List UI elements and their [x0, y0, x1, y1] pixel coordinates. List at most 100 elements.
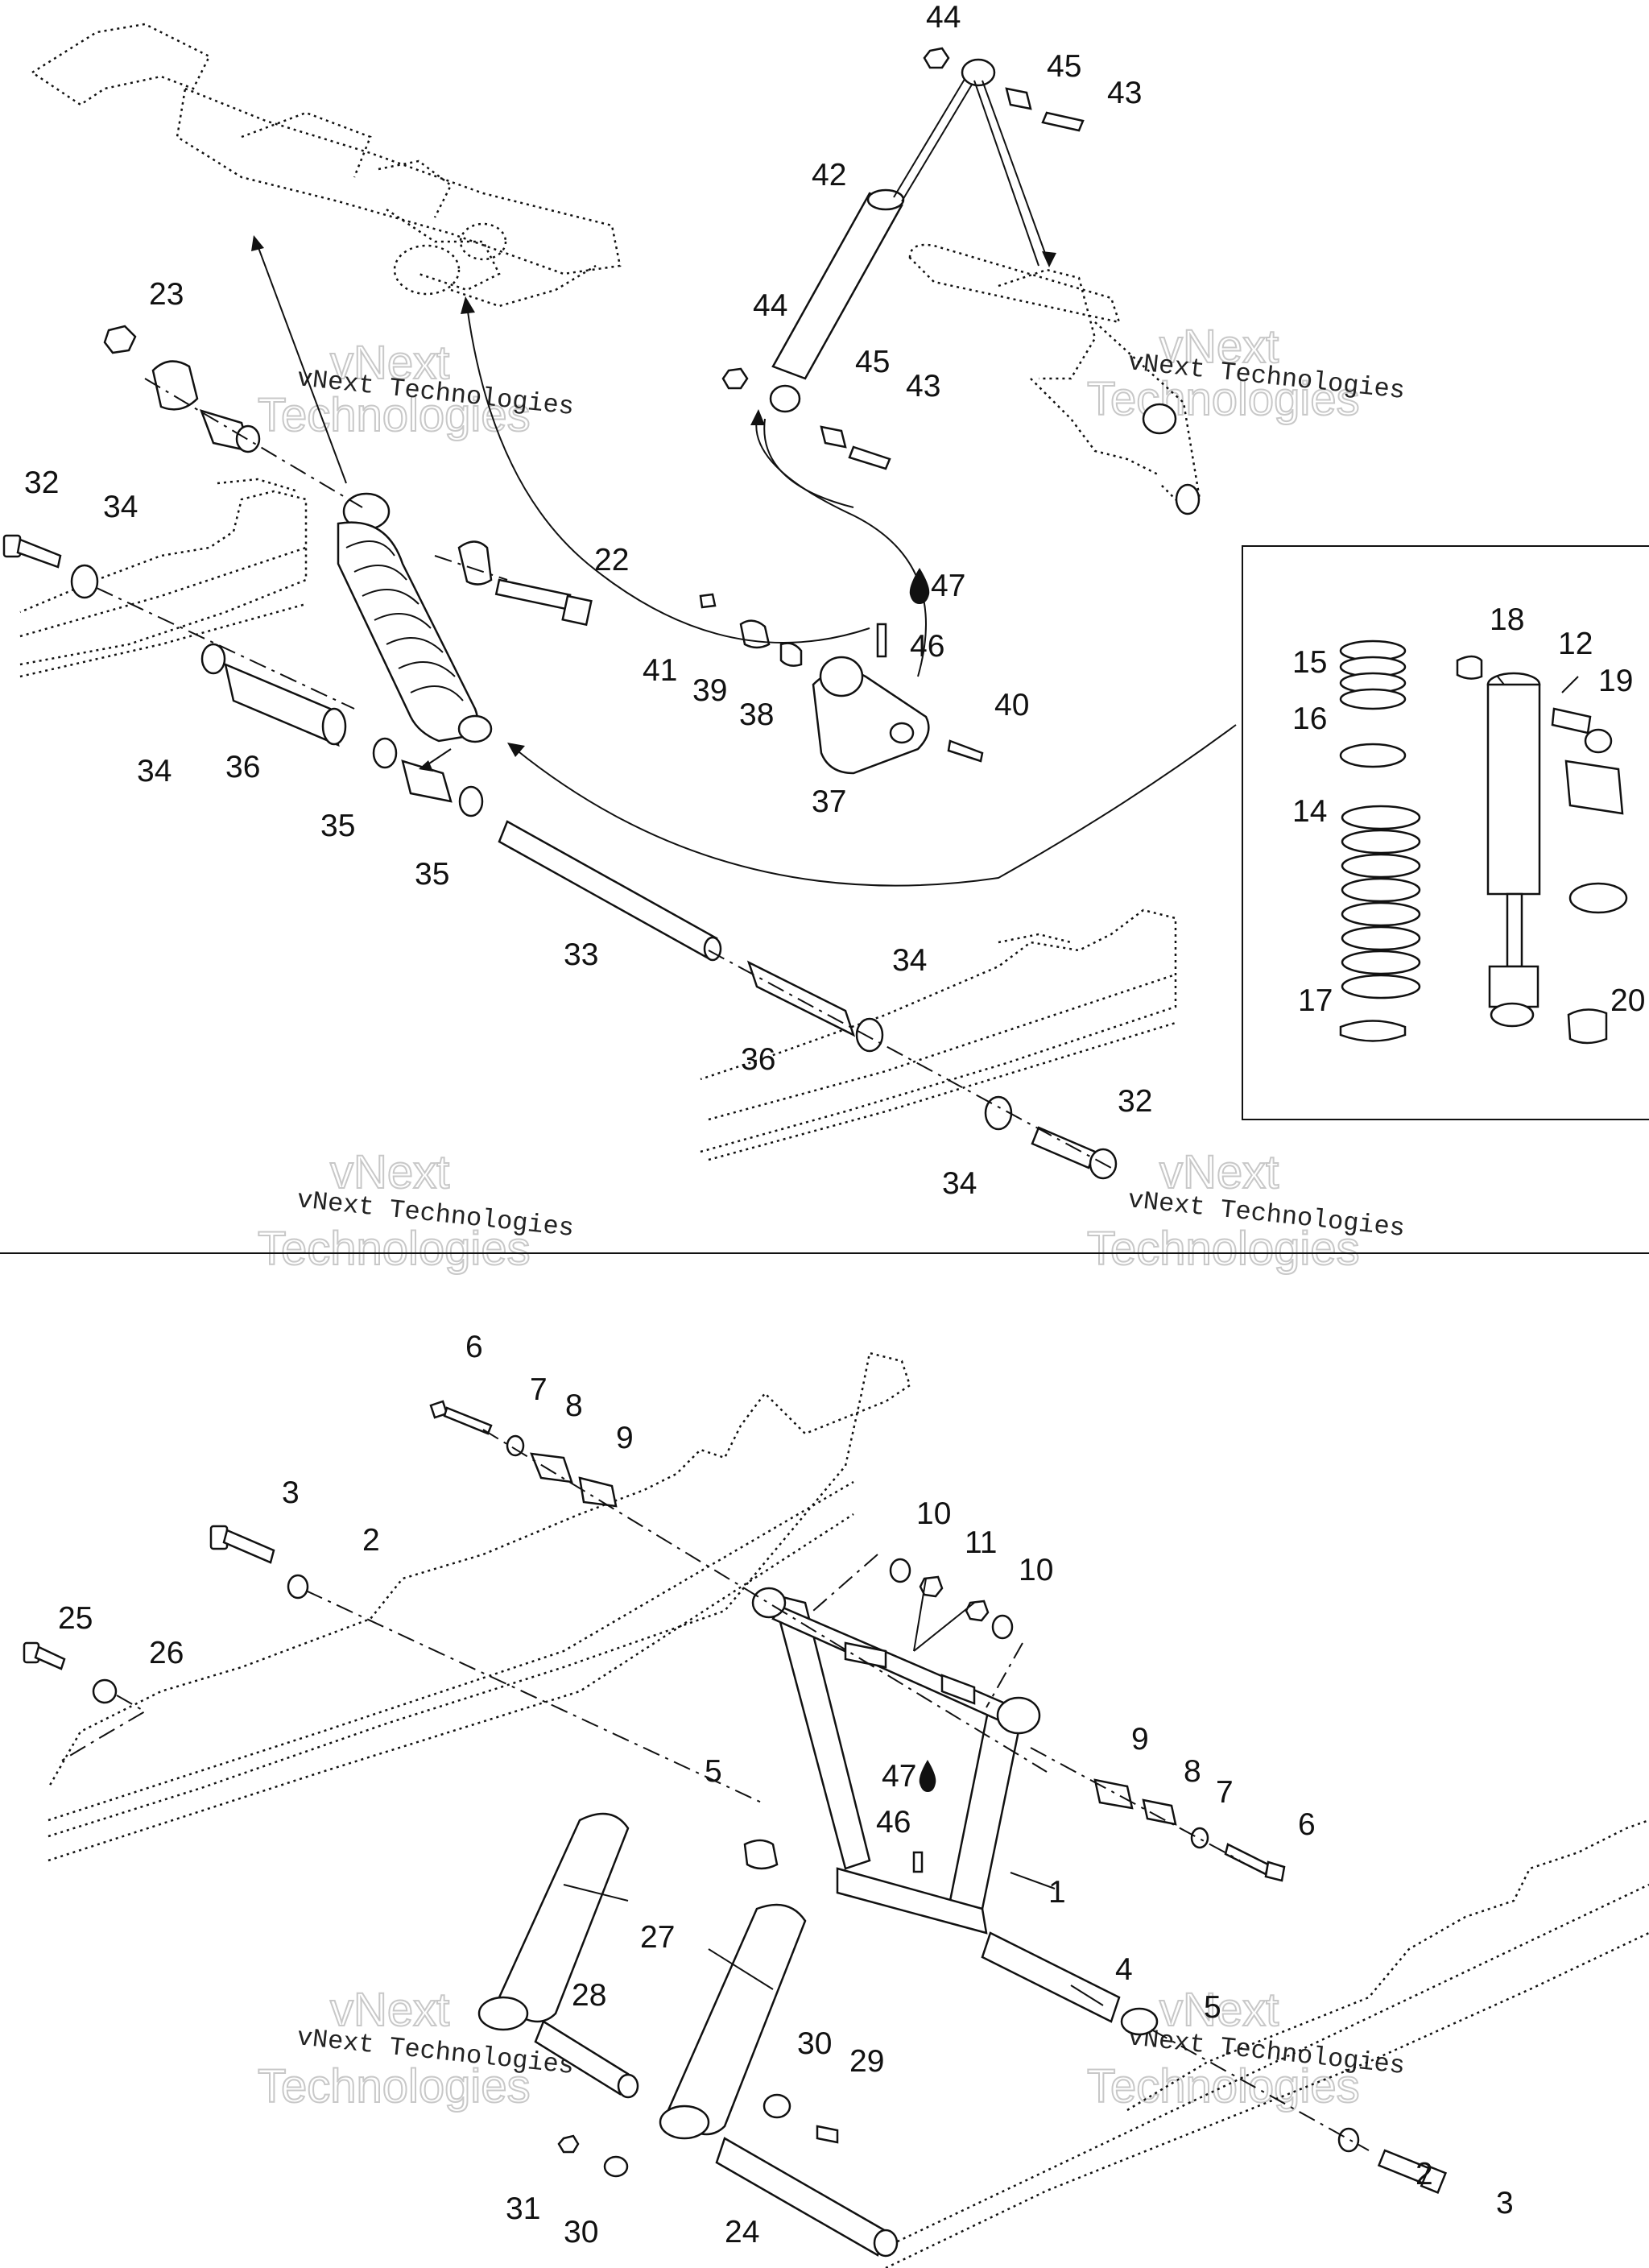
callout-9: 9	[616, 1421, 634, 1455]
callout-42: 42	[812, 158, 846, 192]
callout-25: 25	[58, 1601, 93, 1636]
watermark-outline-top: vNext	[330, 1984, 449, 2036]
callout-37: 37	[812, 784, 846, 819]
callout-5: 5	[705, 1754, 722, 1789]
callout-24: 24	[725, 2215, 759, 2249]
callout-40: 40	[994, 688, 1029, 722]
retainer-17	[1339, 1020, 1407, 1042]
callout-43: 43	[1107, 76, 1142, 110]
callout-30: 30	[564, 2215, 598, 2249]
callout-6: 6	[1298, 1807, 1316, 1842]
callout-2: 2	[1415, 2157, 1433, 2191]
callout-34: 34	[942, 1166, 977, 1201]
callout-35: 35	[320, 809, 355, 843]
rear-shock-42	[721, 47, 1085, 508]
link-27	[477, 1812, 807, 2140]
lower-link-hardware	[557, 2093, 839, 2178]
oil-drop-icon	[919, 1760, 936, 1792]
left-spacer-36	[224, 662, 484, 817]
callout-47: 47	[882, 1759, 916, 1794]
callout-38: 38	[739, 697, 774, 732]
callout-8: 8	[565, 1389, 583, 1423]
upper-left-hardware	[429, 1400, 1048, 1773]
callout-46: 46	[910, 629, 944, 664]
callout-47-group: 47	[882, 1759, 936, 1794]
watermark-outline-top: vNext	[330, 337, 449, 389]
phantom-rail-bottom-right	[885, 1819, 1649, 2268]
bolt-25	[23, 1641, 147, 1765]
watermark-2: vNext Technologies vNext Technologies	[1086, 320, 1407, 426]
left-rail-bolt-32	[2, 534, 355, 710]
shock-top-hardware	[103, 325, 363, 508]
callout-7: 7	[1216, 1775, 1234, 1810]
lower-right-hardware	[1030, 1747, 1286, 1882]
watermark-outline-bottom: Technologies	[258, 1223, 531, 1275]
watermark-outline-top: vNext	[1159, 1146, 1279, 1198]
callout-47-group: 47	[909, 568, 965, 604]
callout-17: 17	[1298, 983, 1333, 1018]
front-arm-1	[751, 1587, 1041, 1935]
callout-4: 4	[1115, 1952, 1133, 1987]
callout-45: 45	[1047, 49, 1081, 84]
callout-23: 23	[149, 277, 184, 312]
watermark-outline-bottom: Technologies	[1087, 373, 1360, 425]
shaft-4	[981, 1931, 1448, 2194]
shaft-28	[534, 2020, 639, 2099]
leader-arrows-top	[251, 235, 1237, 887]
callout-11: 11	[965, 1525, 998, 1560]
shock-body-12	[1486, 672, 1541, 1028]
leader-lines-bottom	[563, 1578, 1104, 2006]
callout-39: 39	[692, 673, 727, 708]
right-spacer-36	[708, 950, 1118, 1180]
phantom-frame-top-left	[30, 23, 622, 308]
callout-labels: 44 45 43 42 23 44 45 43 32 34 22 47 46 1…	[24, 0, 1645, 2249]
callout-5: 5	[1204, 1990, 1221, 2025]
watermark-outline-top: vNext	[1159, 321, 1279, 373]
callout-10: 10	[1019, 1553, 1053, 1587]
detail-box	[1242, 545, 1649, 1120]
watermark-outline-top: vNext	[1159, 1984, 1279, 2036]
callout-18: 18	[1490, 602, 1524, 637]
callout-28: 28	[572, 1978, 606, 2013]
oil-drop-icon	[909, 568, 930, 604]
callout-10: 10	[916, 1496, 951, 1531]
watermark-1: vNext Technologies vNext Technologies	[257, 336, 576, 442]
spring-14	[1341, 805, 1421, 999]
watermark-outline-top: vNext	[330, 1146, 449, 1198]
callout-41: 41	[643, 653, 677, 688]
callout-7: 7	[530, 1372, 548, 1407]
watermark-outline-bottom: Technologies	[258, 2060, 531, 2113]
bolt-22	[434, 540, 593, 627]
watermark-6: vNext Technologies vNext Technologies	[1086, 1983, 1407, 2113]
callout-29: 29	[849, 2044, 884, 2079]
callout-32: 32	[1118, 1084, 1152, 1119]
callout-22: 22	[594, 543, 629, 577]
watermark-outline-bottom: Technologies	[1087, 1223, 1360, 1275]
callout-46: 46	[876, 1805, 911, 1840]
callout-32: 32	[24, 466, 59, 500]
shaft-33	[498, 820, 722, 962]
phantom-rail-right	[700, 908, 1177, 1161]
callout-36: 36	[741, 1042, 775, 1077]
callout-34: 34	[103, 490, 138, 524]
watermark-3: vNext Technologies vNext Technologies	[257, 1145, 576, 1276]
callout-2: 2	[362, 1523, 380, 1558]
callout-44: 44	[926, 0, 961, 35]
callout-3: 3	[282, 1475, 300, 1510]
callout-8: 8	[1184, 1754, 1201, 1789]
callout-6: 6	[465, 1330, 483, 1364]
callout-20: 20	[1610, 983, 1645, 1018]
spring-15	[1339, 639, 1407, 710]
upper-bolt-3	[209, 1525, 766, 1805]
callout-35: 35	[415, 857, 449, 892]
callout-33: 33	[564, 937, 598, 972]
callout-47: 47	[931, 569, 965, 603]
callout-44: 44	[753, 288, 787, 323]
callout-34: 34	[892, 943, 927, 978]
callout-34: 34	[137, 754, 172, 788]
callout-26: 26	[149, 1636, 184, 1670]
phantom-rail-left	[19, 478, 308, 678]
callout-45: 45	[855, 345, 890, 379]
callout-43: 43	[906, 369, 940, 404]
